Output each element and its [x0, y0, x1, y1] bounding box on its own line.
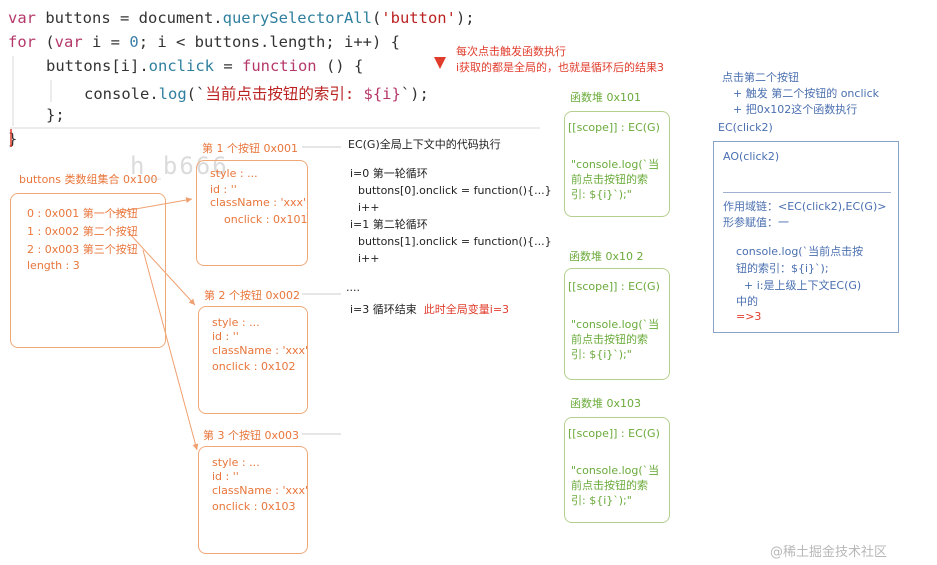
button-1-title: 第 1 个按钮 0x001 — [202, 142, 298, 155]
heap-1-code: 前点击按钮的索 — [571, 173, 648, 186]
heap-2-code: "console.log(`当 — [571, 318, 660, 331]
global-ec-step: i++ — [358, 201, 380, 214]
heap-2-box: [[scope]] : EC(G) "console.log(`当 前点击按钮的… — [564, 268, 670, 380]
global-ec-step: i++ — [358, 252, 380, 265]
scope-chain: 作用域链：<EC(click2),EC(G)> — [723, 200, 887, 213]
code-line-3: buttons[i].onclick = function () { — [46, 57, 364, 75]
note-arrow — [434, 57, 446, 69]
ec-click-body: 中的 — [736, 295, 758, 308]
global-ec-title: EC(G)全局上下文中的代码执行 — [348, 138, 501, 151]
collection-item: 0 : 0x001 第一个按钮 — [27, 207, 138, 220]
heap-1-box: [[scope]] : EC(G) "console.log(`当 前点击按钮的… — [564, 111, 670, 217]
button-2-title: 第 2 个按钮 0x002 — [204, 289, 300, 302]
button-3-prop: onclick : 0x103 — [212, 500, 296, 513]
button-1-prop: className : 'xxx' — [210, 196, 307, 209]
button-1-prop: style : ... — [210, 167, 258, 180]
code-line-6: } — [8, 130, 18, 148]
footer-watermark: @稀土掘金技术社区 — [770, 545, 888, 560]
button-1-prop: onclick : 0x101 — [224, 213, 308, 226]
ec-click-box: AO(click2) 作用域链：<EC(click2),EC(G)> 形参赋值：… — [713, 141, 899, 333]
ec-click-body: 钮的索引：${i}`); — [736, 262, 829, 275]
param-assign: 形参赋值：一 — [723, 216, 789, 229]
collection-item: length : 3 — [27, 259, 80, 272]
global-ec-step: i=0 第一轮循环 — [350, 167, 428, 180]
click-note-line: + 触发 第二个按钮的 onclick — [733, 87, 879, 100]
global-ec-ellipsis: .... — [346, 281, 360, 294]
button-1-prop: id : '' — [210, 183, 237, 196]
buttons-collection-box: 0 : 0x001 第一个按钮 1 : 0x002 第二个按钮 2 : 0x00… — [10, 193, 166, 348]
button-3-prop: style : ... — [212, 456, 260, 469]
ec-click-body: console.log(`当前点击按 — [736, 245, 864, 258]
code-line-1: var buttons = document.querySelectorAll(… — [8, 9, 475, 27]
global-ec-end-text: i=3 循环结束 — [350, 303, 417, 316]
button-3-prop: className : 'xxx' — [212, 484, 309, 497]
heap-2-scope: [[scope]] : EC(G) — [568, 280, 660, 293]
button-3-prop: id : '' — [212, 470, 239, 483]
heap-3-scope: [[scope]] : EC(G) — [568, 427, 660, 440]
note-top-line-1: 每次点击触发函数执行 — [456, 45, 566, 58]
global-ec-step: buttons[0].onclick = function(){...} — [358, 184, 552, 197]
button-2-prop: onclick : 0x102 — [212, 360, 296, 373]
watermark-text: h_b666 — [130, 152, 229, 180]
code-line-5: }; — [46, 106, 65, 124]
button-2-prop: className : 'xxx' — [212, 344, 309, 357]
heap-3-title: 函数堆 0x103 — [570, 397, 642, 410]
button-3-title: 第 3 个按钮 0x003 — [203, 429, 299, 442]
click-note-title: 点击第二个按钮 — [722, 71, 799, 84]
button-2-object: style : ... id : '' className : 'xxx' on… — [198, 306, 308, 414]
note-top-line-2: i获取的都是全局的，也就是循环后的结果3 — [456, 61, 665, 74]
heap-2-code: 引: ${i}`);" — [571, 348, 632, 361]
global-ec-end: i=3 循环结束 此时全局变量i=3 — [350, 301, 509, 317]
button-2-prop: style : ... — [212, 316, 260, 329]
buttons-collection-title: buttons 类数组集合 0x100 — [19, 173, 158, 186]
button-2-prop: id : '' — [212, 330, 239, 343]
heap-3-code: 前点击按钮的索 — [571, 479, 648, 492]
button-3-object: style : ... id : '' className : 'xxx' on… — [198, 446, 308, 554]
global-ec-step: i=1 第二轮循环 — [350, 218, 428, 231]
ec-click-divider — [723, 192, 891, 193]
ec-click-label: EC(click2) — [718, 121, 773, 134]
ec-click-body: + i:是上级上下文EC(G) — [744, 279, 862, 292]
heap-2-title: 函数堆 0x10 2 — [569, 250, 644, 263]
code-line-2: for (var i = 0; i < buttons.length; i++)… — [8, 33, 400, 51]
ec-click-result: =>3 — [736, 310, 762, 323]
heap-1-title: 函数堆 0x101 — [570, 91, 642, 104]
heap-1-scope: [[scope]] : EC(G) — [568, 121, 660, 134]
heap-3-code: 引: ${i}`);" — [571, 494, 632, 507]
heap-1-code: "console.log(`当 — [571, 158, 660, 171]
heap-3-code: "console.log(`当 — [571, 464, 660, 477]
button-1-object: style : ... id : '' className : 'xxx' on… — [196, 160, 308, 266]
click-note-line: + 把0x102这个函数执行 — [733, 103, 858, 116]
code-line-4: console.log(`当前点击按钮的索引: ${i}`); — [84, 85, 429, 103]
global-ec-end-note: 此时全局变量i=3 — [423, 303, 510, 316]
global-ec-step: buttons[1].onclick = function(){...} — [358, 235, 552, 248]
heap-2-code: 前点击按钮的索 — [571, 333, 648, 346]
collection-item: 2 : 0x003 第三个按钮 — [27, 243, 138, 256]
heap-1-code: 引: ${i}`);" — [571, 188, 632, 201]
heap-3-box: [[scope]] : EC(G) "console.log(`当 前点击按钮的… — [564, 417, 670, 523]
collection-item: 1 : 0x002 第二个按钮 — [27, 225, 138, 238]
global-ec-steps: i=0 第一轮循环 buttons[0].onclick = function(… — [350, 165, 552, 267]
ao-label: AO(click2) — [723, 150, 780, 163]
